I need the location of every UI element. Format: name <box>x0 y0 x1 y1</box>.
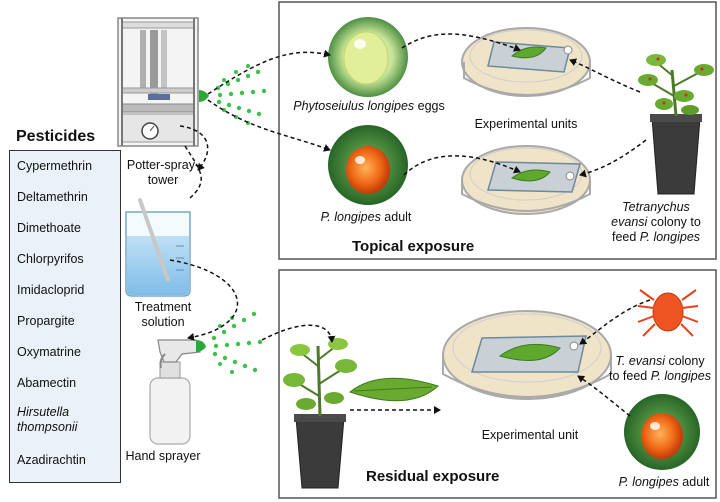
eggs-label: Phytoseiulus longipes eggs <box>293 99 445 113</box>
arrow-adult-dish-residual <box>577 375 631 417</box>
adult-label-residual: P. longipes adult <box>618 475 710 489</box>
potter-tower-label: Potter-spray-tower <box>126 158 200 187</box>
arrow-adult-dish <box>403 155 521 176</box>
pesticide-item: Abamectin <box>17 376 77 390</box>
pesticide-item: Hirsutella thompsonii <box>17 405 78 434</box>
arrow-sprayer-plant <box>261 324 336 343</box>
pesticide-item: Chlorpyrifos <box>17 252 84 266</box>
connector-beaker-tower <box>179 125 209 171</box>
spray-droplets-tower <box>199 64 267 125</box>
tomato-plant-icon <box>283 338 357 489</box>
arrow-tower-adult <box>207 99 331 152</box>
leaf-icon <box>348 377 439 402</box>
residual-panel <box>278 269 717 499</box>
arrow-plant-dish-top <box>569 58 641 93</box>
mite-egg-icon <box>328 17 408 97</box>
arrow-plant-dish-mid <box>579 139 647 178</box>
arrow-tower-eggs <box>207 49 331 95</box>
residual-exposure-title: Residual exposure <box>366 468 500 485</box>
pesticide-item: Imidacloprid <box>17 283 85 297</box>
arrow-spider-mite-dish <box>579 299 651 345</box>
connector-tower-beaker <box>184 145 202 199</box>
colony-label-residual: T. evansi colony to feed P. longipes <box>609 354 711 383</box>
spider-mite-icon <box>637 289 699 337</box>
pesticides-title: Pesticides <box>16 128 96 145</box>
pesticide-list: Cypermethrin Deltamethrin Dimethoate Chl… <box>9 150 121 483</box>
pesticide-item: Oxymatrine <box>17 345 81 359</box>
tomato-plant-icon <box>638 54 714 195</box>
petri-dish-icon <box>461 145 591 215</box>
petri-dish-icon <box>461 27 591 97</box>
potter-spray-tower-icon <box>117 17 199 147</box>
experimental-unit-label: Experimental unit <box>481 428 579 442</box>
arrow-eggs-dish <box>401 33 521 52</box>
beaker-icon <box>125 198 191 297</box>
pesticide-item: Azadirachtin <box>17 453 86 467</box>
spray-droplets-hand <box>211 311 263 374</box>
hand-sprayer-label: Hand sprayer <box>125 449 201 463</box>
treatment-solution-label: Treatment solution <box>134 300 192 329</box>
predatory-mite-icon <box>624 394 700 470</box>
topical-exposure-title: Topical exposure <box>352 238 475 255</box>
colony-label-topical: Tetranychus evansi colony to feed P. lon… <box>611 200 701 244</box>
predatory-mite-icon <box>328 125 408 205</box>
experimental-units-label: Experimental units <box>474 117 578 131</box>
pesticide-item: Propargite <box>17 314 75 328</box>
pesticide-item: Dimethoate <box>17 221 81 235</box>
pesticide-item: Deltamethrin <box>17 190 88 204</box>
pesticide-item: Cypermethrin <box>17 159 93 173</box>
topical-panel <box>278 1 717 260</box>
adult-label-topical: P. longipes adult <box>320 210 412 224</box>
hand-sprayer-icon <box>149 339 206 445</box>
petri-dish-icon <box>442 310 612 400</box>
